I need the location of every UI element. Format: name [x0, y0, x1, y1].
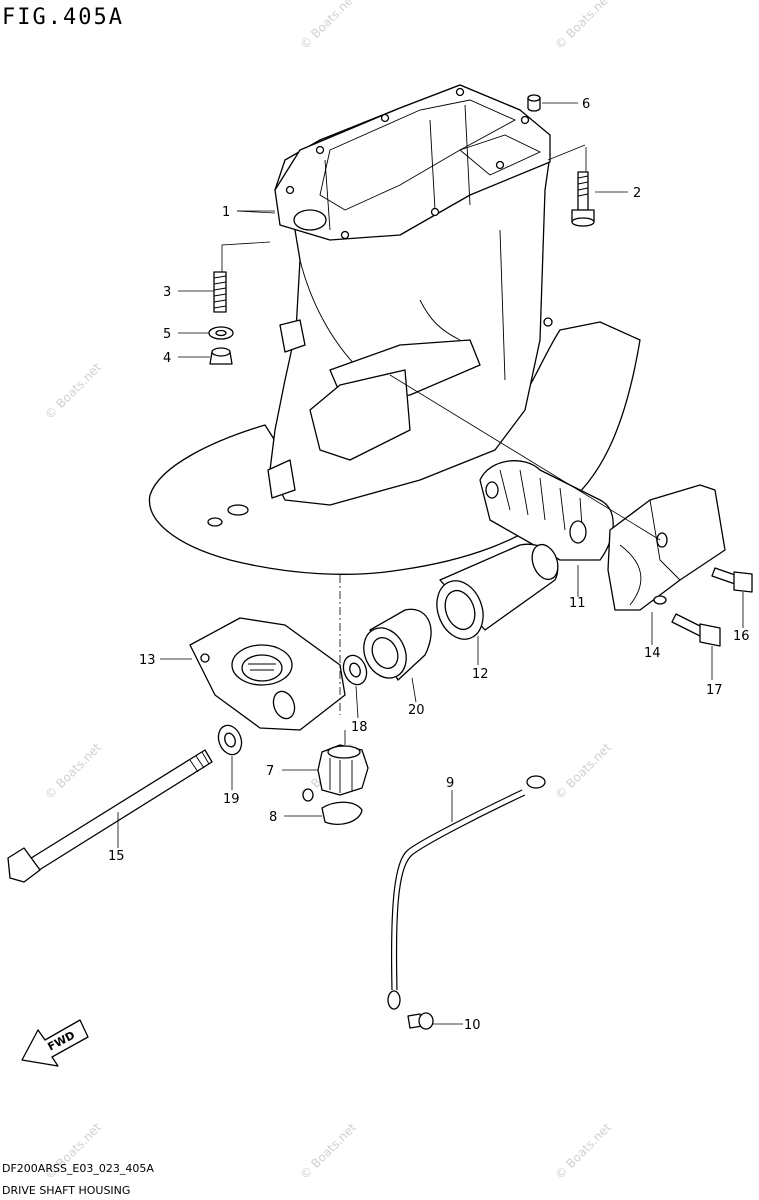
watermark: © Boats.net [42, 740, 104, 802]
part-20-cushion[interactable] [356, 608, 432, 685]
model-code: DF200ARSS_E03_023_405A [2, 1162, 154, 1175]
callout-1: 1 [222, 205, 230, 220]
callout-6: 6 [582, 97, 590, 112]
callout-17: 17 [706, 683, 723, 698]
part-5-washer[interactable] [208, 326, 234, 340]
callout-14: 14 [644, 646, 661, 661]
callout-4: 4 [163, 351, 171, 366]
callout-19: 19 [223, 792, 240, 807]
part-6-dowel-pin[interactable] [527, 94, 541, 112]
part-17-bolt[interactable] [671, 613, 721, 647]
part-8-clip[interactable] [302, 788, 363, 825]
part-18-washer[interactable] [340, 652, 371, 688]
watermark: © Boats.net [42, 360, 104, 422]
callout-12: 12 [472, 667, 489, 682]
callout-8: 8 [269, 810, 277, 825]
callout-11: 11 [569, 596, 586, 611]
callout-3: 3 [163, 285, 171, 300]
callout-13: 13 [139, 653, 156, 668]
callout-20: 20 [408, 703, 425, 718]
part-12-mount-bushing[interactable] [429, 541, 562, 646]
callout-18: 18 [351, 720, 368, 735]
figure-title: FIG.405A [2, 5, 124, 30]
part-16-bolt[interactable] [711, 567, 753, 593]
watermark: © Boats.net [552, 1120, 614, 1182]
part-11-rubber-mount[interactable] [479, 460, 614, 561]
part-3-stud[interactable] [213, 271, 227, 313]
part-10-screw[interactable] [407, 1012, 434, 1030]
callout-9: 9 [446, 776, 454, 791]
callouts: 1 2 3 4 5 6 7 8 9 10 11 12 13 14 15 16 1 [108, 97, 750, 1033]
watermark: © Boats.net [552, 0, 614, 52]
fwd-arrow-icon: FWD [21, 1019, 89, 1067]
part-9-ground-cable[interactable] [387, 775, 546, 1010]
part-13-lower-mount-housing[interactable] [189, 617, 346, 731]
callout-7: 7 [266, 764, 274, 779]
part-4-nut[interactable] [209, 347, 233, 365]
part-7-mount-nut[interactable] [317, 744, 369, 796]
callout-10: 10 [464, 1018, 481, 1033]
watermark: © Boats.net [297, 0, 359, 52]
watermark: © Boats.net [552, 740, 614, 802]
callout-15: 15 [108, 849, 125, 864]
part-14-mount-bracket[interactable] [607, 484, 726, 611]
part-15-long-bolt[interactable] [7, 749, 213, 883]
callout-16: 16 [733, 629, 750, 644]
figure-caption: DRIVE SHAFT HOUSING [2, 1184, 130, 1197]
part-2-bolt[interactable] [571, 171, 595, 227]
callout-2: 2 [633, 186, 641, 201]
watermark: © Boats.net [297, 1120, 359, 1182]
part-19-washer[interactable] [215, 722, 246, 758]
callout-5: 5 [163, 327, 171, 342]
